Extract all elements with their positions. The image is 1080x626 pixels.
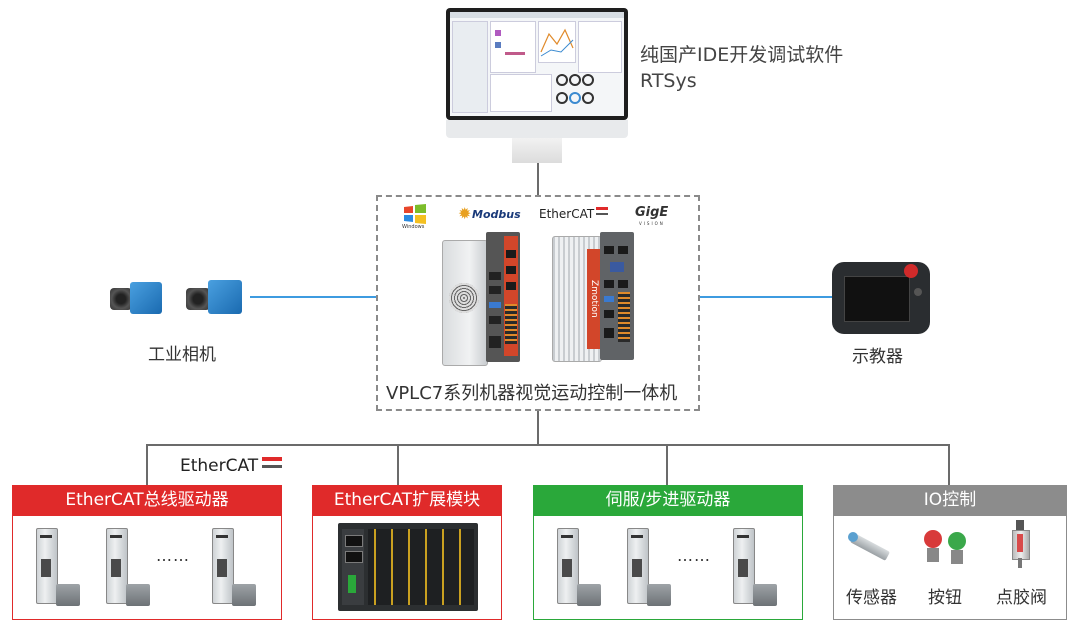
ethercat-logo-small: EtherCAT bbox=[539, 207, 613, 223]
monitor bbox=[446, 8, 628, 163]
ethercat-bus-logo-text: EtherCAT bbox=[180, 456, 259, 476]
more-ellipsis: …… bbox=[677, 546, 711, 565]
software-title: 纯国产IDE开发调试软件 bbox=[640, 44, 844, 66]
ethercat-logo-small-text: EtherCAT bbox=[539, 207, 595, 221]
software-name: RTSys bbox=[640, 70, 697, 92]
io-item-button: 按钮 bbox=[928, 588, 962, 608]
servo-motor bbox=[753, 584, 777, 606]
servo-motor bbox=[56, 584, 80, 606]
servo-drive bbox=[557, 528, 579, 604]
modbus-gear-icon: ✹ bbox=[458, 204, 472, 223]
device-brand-label: Zmotion bbox=[587, 249, 601, 349]
camera-label: 工业相机 bbox=[148, 345, 216, 365]
windows-logo-text: Windows bbox=[402, 224, 425, 230]
expansion-module bbox=[338, 523, 478, 611]
more-ellipsis: …… bbox=[156, 546, 190, 565]
servo-drive bbox=[106, 528, 128, 604]
pendant-screen bbox=[844, 276, 910, 322]
connector-bus-horizontal bbox=[146, 444, 949, 446]
controller-title: VPLC7系列机器视觉运动控制一体机 bbox=[386, 383, 678, 404]
controller-group bbox=[376, 195, 700, 411]
modbus-logo-text: Modbus bbox=[472, 208, 521, 221]
emergency-stop-icon bbox=[904, 264, 918, 278]
connector-bus-vertical bbox=[537, 411, 539, 444]
category-io-header: IO控制 bbox=[833, 485, 1067, 515]
servo-drive bbox=[36, 528, 58, 604]
servo-drive bbox=[627, 528, 649, 604]
button-icon bbox=[922, 530, 972, 566]
servo-motor bbox=[577, 584, 601, 606]
ethercat-bus-arrow-icon bbox=[262, 457, 282, 461]
connector-pendant bbox=[700, 296, 832, 298]
servo-motor bbox=[647, 584, 671, 606]
category-ethercat-drives-header: EtherCAT总线驱动器 bbox=[12, 485, 282, 515]
ethercat-bus-logo: EtherCAT bbox=[180, 454, 290, 478]
pendant-label: 示教器 bbox=[852, 347, 903, 367]
io-item-sensor: 传感器 bbox=[846, 588, 897, 608]
connector-camera bbox=[250, 296, 376, 298]
servo-motor bbox=[126, 584, 150, 606]
modbus-logo: ✹ Modbus bbox=[458, 204, 521, 224]
fan-grill-icon bbox=[449, 283, 479, 313]
gige-logo: GigE VISION bbox=[635, 205, 677, 227]
monitor-screen bbox=[446, 8, 628, 120]
io-item-dispensing-valve: 点胶阀 bbox=[996, 588, 1047, 608]
servo-drive bbox=[212, 528, 234, 604]
gige-logo-text: GigE bbox=[635, 205, 669, 220]
controller-device-1 bbox=[442, 232, 520, 366]
sensor-icon bbox=[846, 528, 894, 568]
ethercat-arrow-icon bbox=[596, 207, 608, 210]
teach-pendant bbox=[832, 262, 930, 334]
camera-2 bbox=[186, 278, 242, 318]
dispensing-valve-icon bbox=[1006, 520, 1036, 570]
windows-logo-icon: Windows bbox=[402, 203, 428, 230]
category-servo-header: 伺服/步进驱动器 bbox=[533, 485, 803, 515]
category-expansion-header: EtherCAT扩展模块 bbox=[312, 485, 502, 515]
servo-motor bbox=[232, 584, 256, 606]
camera-1 bbox=[110, 280, 162, 318]
gige-logo-subtext: VISION bbox=[639, 221, 665, 226]
controller-device-2: Zmotion bbox=[552, 232, 634, 362]
connector-monitor bbox=[537, 163, 539, 195]
servo-drive bbox=[733, 528, 755, 604]
